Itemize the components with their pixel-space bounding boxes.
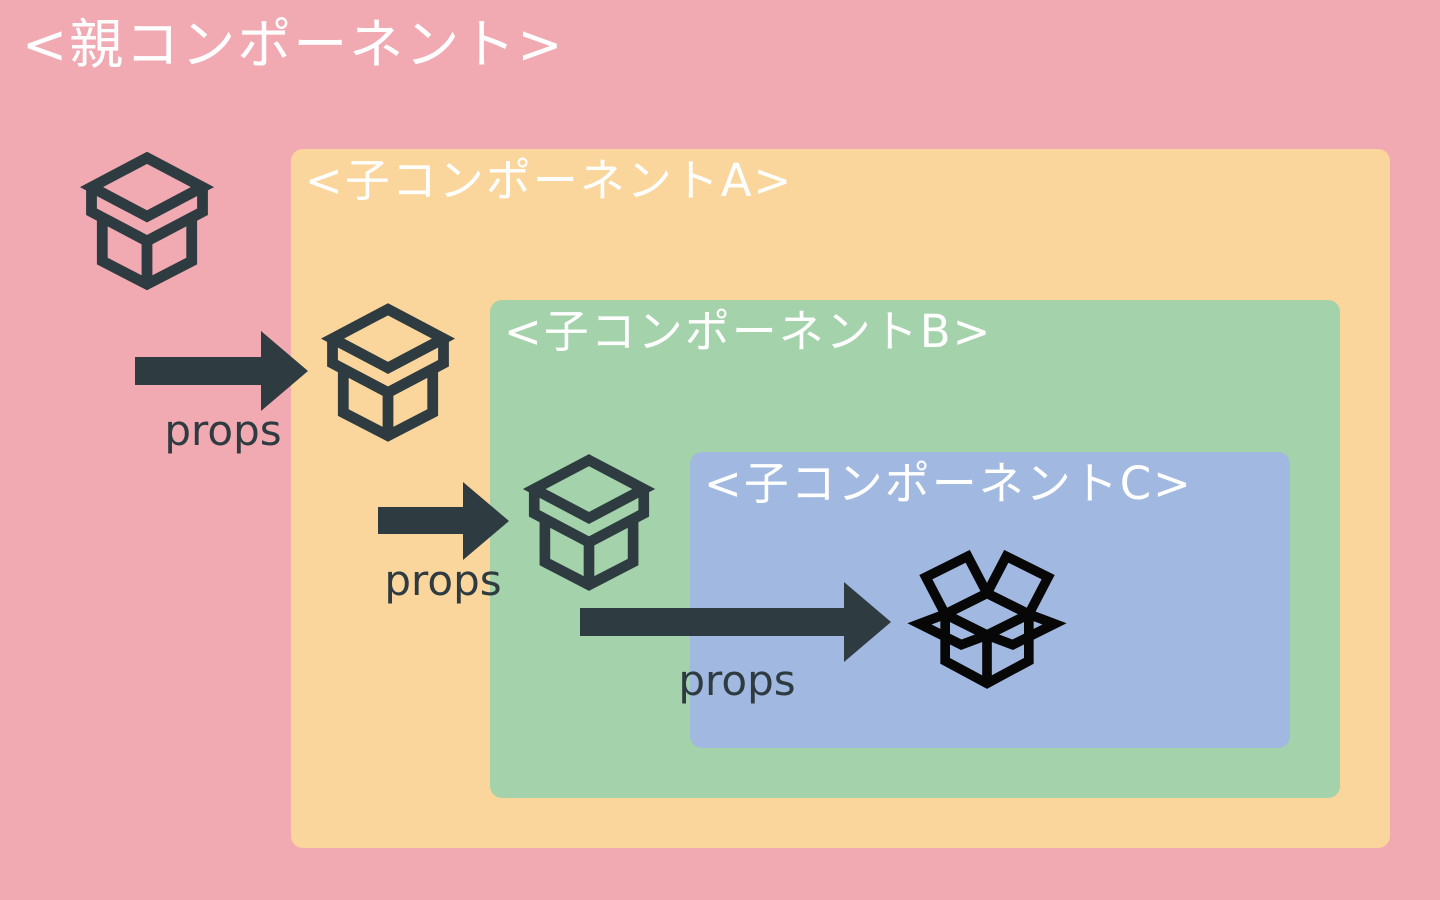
props-arrow-b-to-c bbox=[580, 581, 892, 663]
open-box-icon bbox=[903, 545, 1071, 693]
props-label-3: props bbox=[678, 656, 796, 705]
child-component-c-label: <子コンポーネントC> bbox=[704, 457, 1193, 510]
closed-box-icon bbox=[73, 147, 221, 295]
props-arrow-parent-to-a bbox=[135, 330, 309, 412]
props-arrow-a-to-b bbox=[378, 481, 510, 561]
closed-box-icon bbox=[516, 449, 662, 596]
props-label-1: props bbox=[164, 406, 282, 455]
props-label-2: props bbox=[384, 556, 502, 605]
parent-component-label: <親コンポーネント> bbox=[22, 13, 565, 76]
child-component-a-label: <子コンポーネントA> bbox=[305, 154, 794, 207]
child-component-b-label: <子コンポーネントB> bbox=[504, 305, 993, 358]
closed-box-icon bbox=[314, 299, 462, 446]
